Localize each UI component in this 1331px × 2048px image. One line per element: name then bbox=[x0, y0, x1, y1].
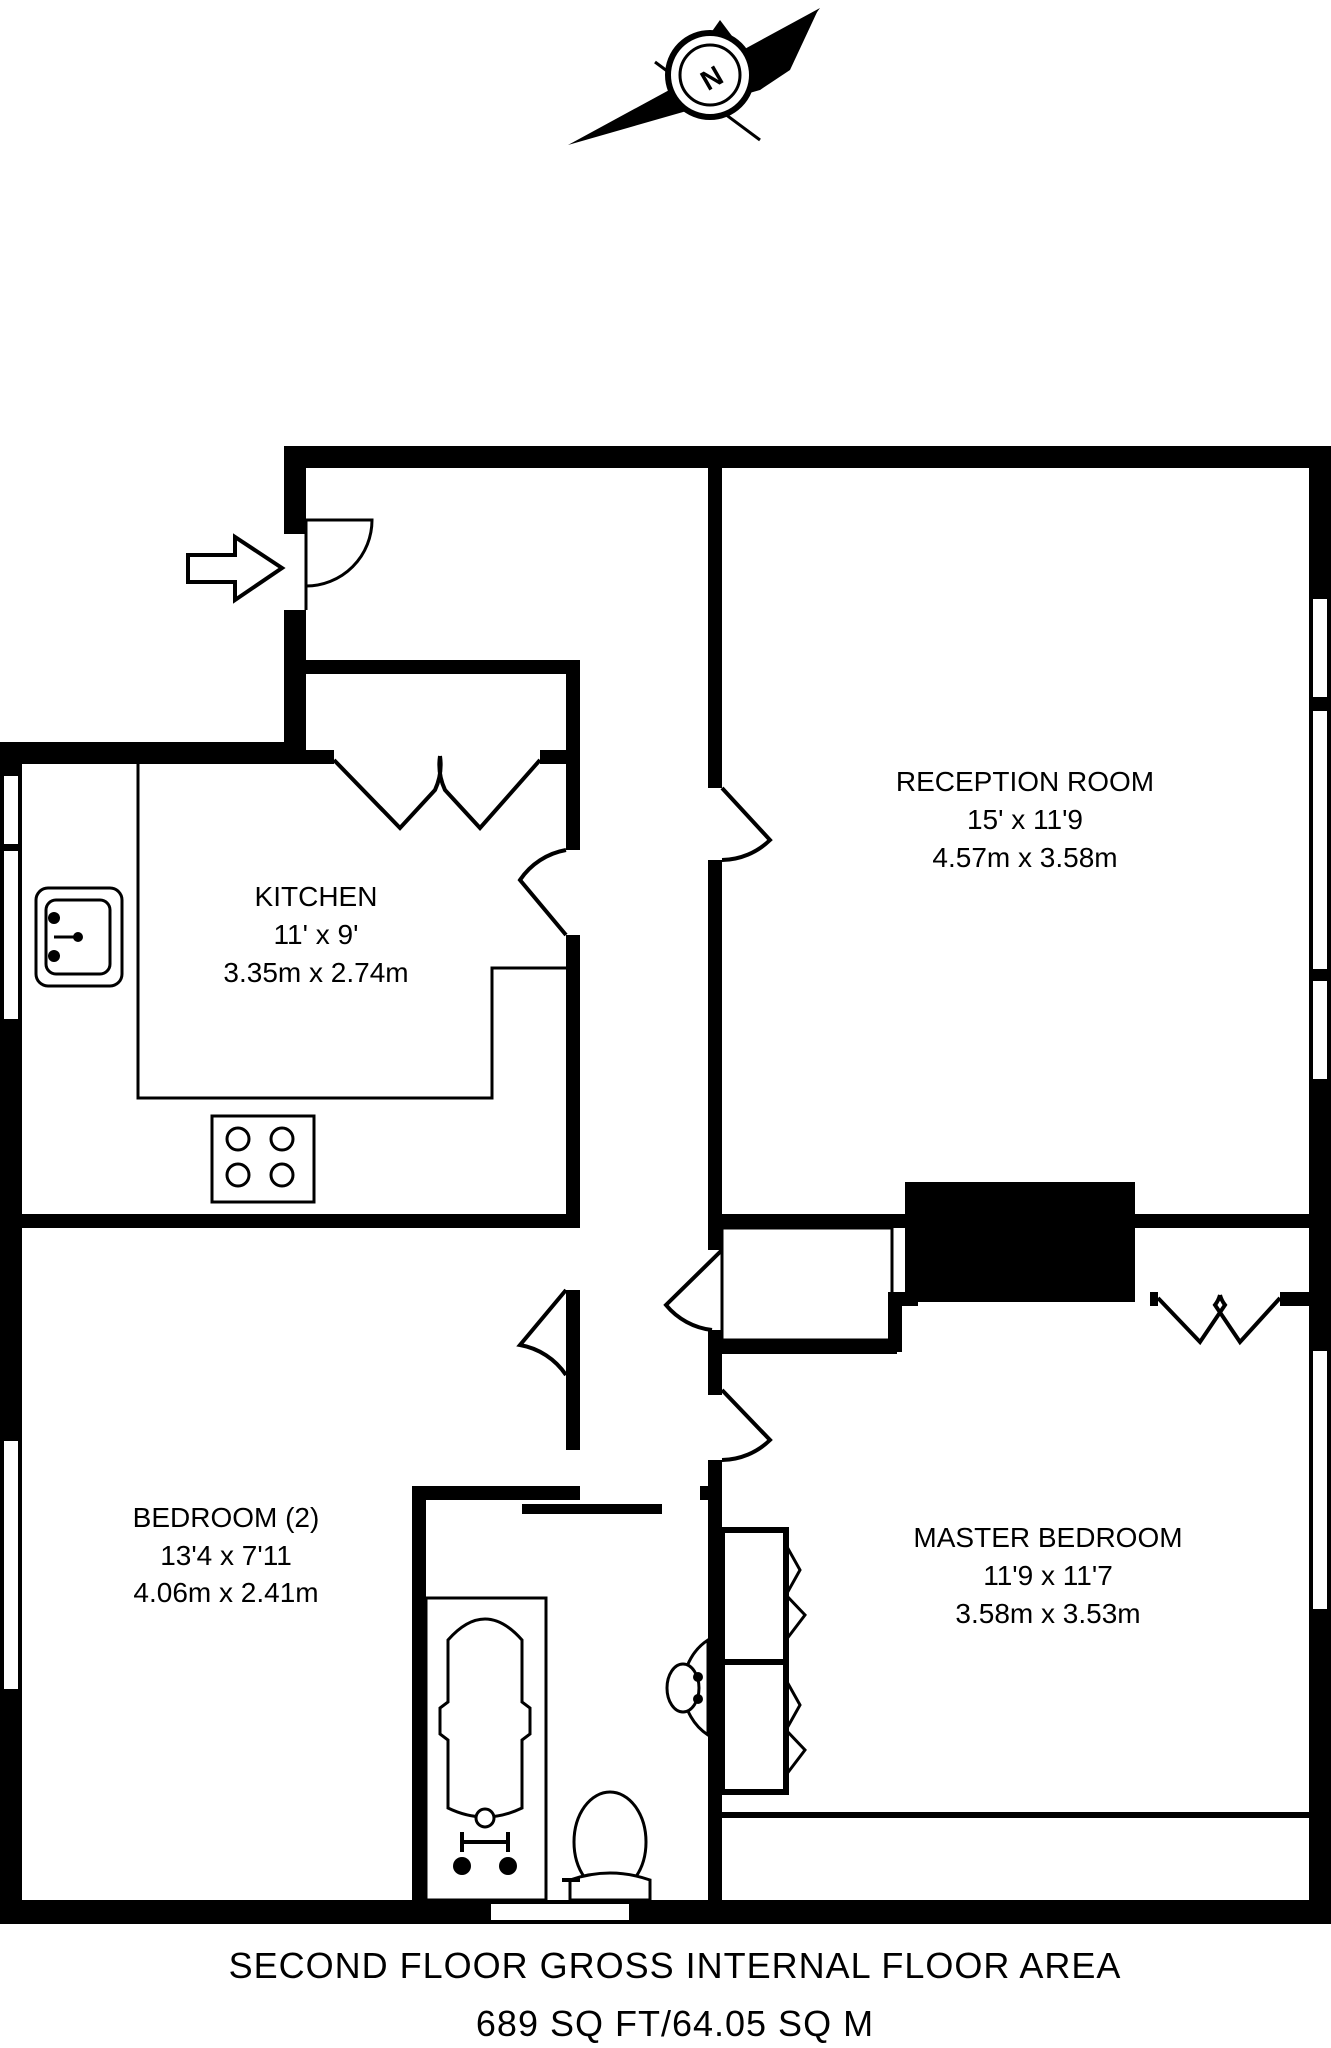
room-label-kitchen: KITCHEN 11' x 9' 3.35m x 2.74m bbox=[223, 881, 408, 988]
reception-imperial: 15' x 11'9 bbox=[967, 804, 1083, 835]
toilet-icon bbox=[562, 1790, 652, 1902]
hob-icon bbox=[210, 1114, 316, 1204]
bathroom-fittings bbox=[424, 1596, 710, 1902]
reception-metric: 4.57m x 3.58m bbox=[932, 842, 1117, 873]
windows bbox=[2, 597, 1329, 1922]
kitchen-metric: 3.35m x 2.74m bbox=[223, 957, 408, 988]
doors bbox=[332, 755, 1282, 1514]
bathtub-icon bbox=[424, 1596, 548, 1902]
bedroom2-metric: 4.06m x 2.41m bbox=[133, 1577, 318, 1608]
room-label-reception: RECEPTION ROOM 15' x 11'9 4.57m x 3.58m bbox=[896, 766, 1154, 873]
master-name: MASTER BEDROOM bbox=[913, 1522, 1182, 1553]
north-compass-icon: N bbox=[568, 8, 820, 145]
kitchen-name: KITCHEN bbox=[255, 881, 378, 912]
reception-name: RECEPTION ROOM bbox=[896, 766, 1154, 797]
entrance-arrow-icon bbox=[186, 533, 286, 604]
master-imperial: 11'9 x 11'7 bbox=[983, 1560, 1113, 1591]
room-label-master: MASTER BEDROOM 11'9 x 11'7 3.58m x 3.53m bbox=[913, 1522, 1182, 1629]
kitchen-fittings bbox=[34, 764, 566, 1204]
floor-area-title: SECOND FLOOR GROSS INTERNAL FLOOR AREA bbox=[229, 1945, 1122, 1986]
entrance-door bbox=[284, 518, 374, 610]
kitchen-imperial: 11' x 9' bbox=[274, 919, 359, 950]
internal-walls bbox=[22, 468, 1310, 1900]
floor-area-value: 689 SQ FT/64.05 SQ M bbox=[476, 2003, 874, 2044]
room-label-bedroom2: BEDROOM (2) 13'4 x 7'11 4.06m x 2.41m bbox=[133, 1502, 320, 1608]
bedroom2-name: BEDROOM (2) bbox=[133, 1502, 320, 1533]
basin-icon bbox=[665, 1637, 710, 1738]
bedroom2-imperial: 13'4 x 7'11 bbox=[160, 1540, 292, 1571]
master-metric: 3.58m x 3.53m bbox=[955, 1598, 1140, 1629]
wardrobes bbox=[719, 1527, 1309, 1818]
